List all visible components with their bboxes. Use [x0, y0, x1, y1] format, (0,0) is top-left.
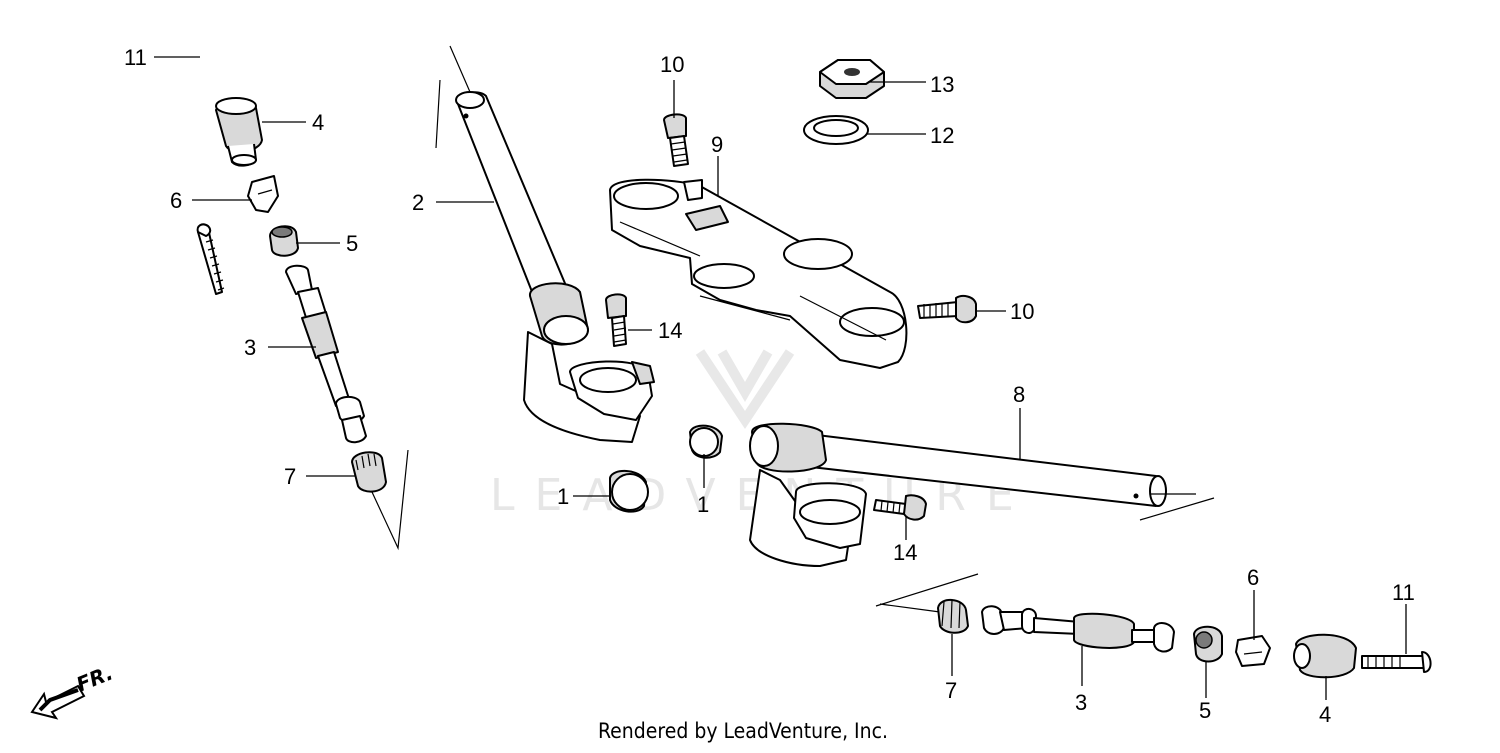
bar-end-weight-left[interactable] [215, 97, 263, 167]
callout-6-right[interactable]: 6 [1247, 565, 1259, 590]
collar-right[interactable] [1193, 625, 1223, 663]
callout-10-top[interactable]: 10 [660, 52, 684, 77]
right-handlebar[interactable] [749, 422, 1215, 567]
callout-7-right[interactable]: 7 [945, 678, 957, 703]
callout-3-right[interactable]: 3 [1075, 690, 1087, 715]
callout-9[interactable]: 9 [711, 132, 723, 157]
bar-end-screw-left[interactable] [196, 223, 225, 295]
assembly-axis-left [371, 449, 409, 551]
callout-11-left[interactable]: 11 [124, 45, 147, 70]
callout-3-left[interactable]: 3 [244, 335, 256, 360]
callout-14-right[interactable]: 14 [893, 540, 917, 565]
top-bridge-bolt-upper[interactable] [663, 113, 689, 167]
pinch-bolt-right[interactable] [873, 494, 927, 521]
front-direction-marker: FR. [30, 661, 116, 720]
rubber-plug-right[interactable] [937, 599, 969, 634]
pinch-bolt-left[interactable] [605, 293, 627, 347]
stem-washer[interactable] [803, 115, 869, 145]
weight-shaft-right[interactable] [981, 605, 1175, 653]
left-handlebar[interactable] [435, 45, 655, 443]
callout-12[interactable]: 12 [930, 123, 954, 148]
top-bridge[interactable] [609, 178, 908, 369]
handlebar-cap-center[interactable] [689, 424, 723, 459]
weight-shaft-left[interactable] [285, 264, 367, 444]
callout-11-right[interactable]: 11 [1392, 580, 1415, 605]
callout-4-right[interactable]: 4 [1319, 702, 1331, 727]
callout-6-left[interactable]: 6 [170, 188, 182, 213]
callout-8[interactable]: 8 [1013, 382, 1025, 407]
retainer-clip-left[interactable] [247, 175, 279, 213]
footer-credit: Rendered by LeadVenture, Inc. [598, 719, 888, 743]
callout-7-left[interactable]: 7 [284, 464, 296, 489]
handlebar-cap-left[interactable] [609, 470, 649, 513]
callout-5-left[interactable]: 5 [346, 231, 358, 256]
callout-1-left[interactable]: 1 [557, 484, 569, 509]
retainer-clip-right[interactable] [1235, 635, 1271, 667]
callout-5-right[interactable]: 5 [1199, 698, 1211, 723]
callout-1-center[interactable]: 1 [697, 492, 709, 517]
assembly-axis-right [875, 573, 979, 613]
callout-labels: 11 4 6 5 3 7 2 14 10 9 13 12 10 8 1 1 14… [124, 45, 1415, 727]
bar-end-weight-right[interactable] [1293, 633, 1357, 679]
stem-nut[interactable] [819, 59, 885, 99]
leader-lines [154, 56, 1407, 700]
bar-end-screw-right[interactable] [1361, 651, 1432, 673]
callout-2[interactable]: 2 [412, 190, 424, 215]
callout-14-left[interactable]: 14 [658, 318, 682, 343]
collar-left[interactable] [269, 225, 299, 257]
front-label: FR. [73, 661, 116, 697]
callout-4-left[interactable]: 4 [312, 110, 324, 135]
top-bridge-bolt-side[interactable] [917, 295, 977, 324]
callout-10-side[interactable]: 10 [1010, 299, 1034, 324]
rubber-plug-left[interactable] [351, 451, 387, 493]
callout-13[interactable]: 13 [930, 72, 954, 97]
